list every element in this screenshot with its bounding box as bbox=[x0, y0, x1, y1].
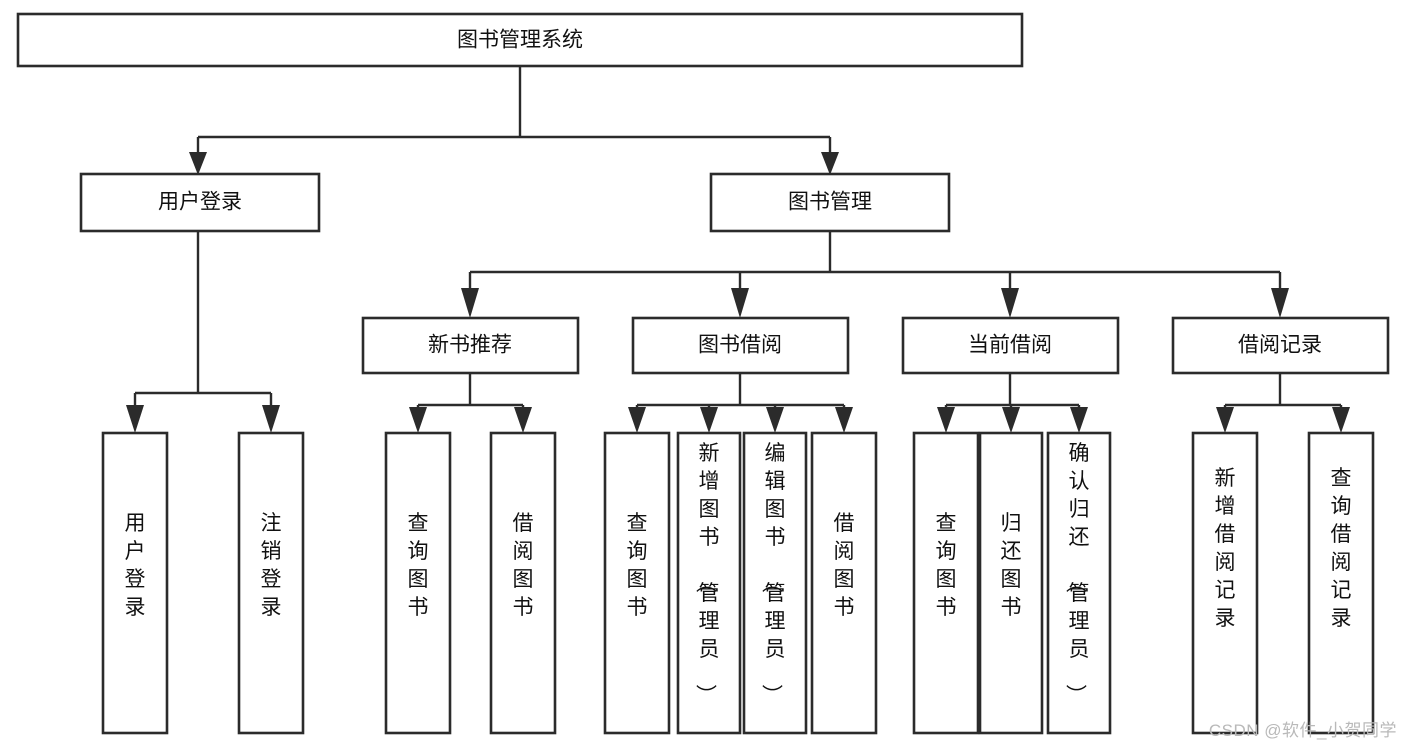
leaf-borrow-4[interactable]: 借阅图书 bbox=[810, 431, 878, 735]
node-root[interactable]: 图书管理系统 bbox=[16, 12, 1024, 68]
node-book-borrow[interactable]: 图书借阅 bbox=[631, 316, 850, 375]
leaf-borrow-3-box[interactable] bbox=[742, 431, 808, 735]
arrow-records-leaf-1 bbox=[1216, 407, 1234, 433]
leaf-borrow-4-label: 借阅图书 bbox=[834, 512, 855, 619]
arrow-borrow-leaf-2 bbox=[700, 407, 718, 433]
leaf-current-3-box[interactable] bbox=[1046, 431, 1112, 735]
leaf-borrow-1[interactable]: 查询图书 bbox=[603, 431, 671, 735]
arrow-userlogin-leaf-2 bbox=[262, 405, 280, 433]
leaf-current-1[interactable]: 查询图书 bbox=[912, 431, 980, 735]
node-user-login[interactable]: 用户登录 bbox=[79, 172, 321, 233]
leaf-records-1-box[interactable] bbox=[1191, 431, 1259, 735]
node-root-box[interactable] bbox=[16, 12, 1024, 68]
leaf-new-books-1[interactable]: 查询图书 bbox=[384, 431, 452, 735]
arrow-current-leaf-1 bbox=[937, 407, 955, 433]
leaf-user-login-2-box[interactable] bbox=[237, 431, 305, 735]
watermark-text: CSDN @软件_小贺同学 bbox=[1208, 721, 1397, 740]
leaf-borrow-2-label: 新增图书（管理员） bbox=[694, 442, 720, 705]
leaf-borrow-3[interactable]: 编辑图书（管理员） bbox=[742, 431, 808, 735]
leaf-new-books-2-label: 借阅图书 bbox=[513, 512, 534, 619]
node-user-login-box[interactable] bbox=[79, 172, 321, 233]
node-book-borrow-box[interactable] bbox=[631, 316, 850, 375]
leaf-new-books-1-box[interactable] bbox=[384, 431, 452, 735]
node-borrow-records-label: 借阅记录 bbox=[1238, 334, 1322, 357]
node-current-borrow-box[interactable] bbox=[901, 316, 1120, 375]
leaf-current-1-box[interactable] bbox=[912, 431, 980, 735]
arrow-borrow-leaf-3 bbox=[766, 407, 784, 433]
arrow-userlogin-leaf-1 bbox=[126, 405, 144, 433]
arrow-borrow-leaf-1 bbox=[628, 407, 646, 433]
arrow-newbooks-leaf-1 bbox=[409, 407, 427, 433]
leaf-current-3-label: 确认归还（管理员） bbox=[1064, 442, 1090, 705]
node-new-book-recommend-box[interactable] bbox=[361, 316, 580, 375]
leaf-borrow-2-box[interactable] bbox=[676, 431, 742, 735]
leaf-new-books-2-box[interactable] bbox=[489, 431, 557, 735]
node-user-login-label: 用户登录 bbox=[158, 191, 242, 214]
leaf-records-2-label: 查询借阅记录 bbox=[1331, 467, 1352, 630]
node-book-management[interactable]: 图书管理 bbox=[709, 172, 951, 233]
leaf-user-login-2[interactable]: 注销登录 bbox=[237, 431, 305, 735]
node-new-book-recommend-label: 新书推荐 bbox=[428, 334, 512, 357]
leaf-user-login-1[interactable]: 用户登录 bbox=[101, 431, 169, 735]
leaf-borrow-4-box[interactable] bbox=[810, 431, 878, 735]
arrow-borrow-leaf-4 bbox=[835, 407, 853, 433]
connector-layer bbox=[126, 66, 1350, 433]
arrow-root-to-book-mgmt bbox=[821, 152, 839, 175]
arrow-bookmgmt-child-1 bbox=[461, 288, 479, 318]
node-new-book-recommend[interactable]: 新书推荐 bbox=[361, 316, 580, 375]
leaf-records-2[interactable]: 查询借阅记录 bbox=[1307, 431, 1375, 735]
leaf-records-1[interactable]: 新增借阅记录 bbox=[1191, 431, 1259, 735]
arrow-root-to-user-login bbox=[189, 152, 207, 175]
leaf-records-1-label: 新增借阅记录 bbox=[1215, 467, 1236, 630]
arrow-newbooks-leaf-2 bbox=[514, 407, 532, 433]
leaf-user-login-1-box[interactable] bbox=[101, 431, 169, 735]
leaf-borrow-3-label: 编辑图书（管理员） bbox=[760, 442, 786, 705]
leaf-borrow-1-box[interactable] bbox=[603, 431, 671, 735]
leaf-current-2-label: 归还图书 bbox=[1001, 512, 1022, 619]
leaf-borrow-2[interactable]: 新增图书（管理员） bbox=[676, 431, 742, 735]
arrow-bookmgmt-child-4 bbox=[1271, 288, 1289, 318]
arrow-current-leaf-3 bbox=[1070, 407, 1088, 433]
node-current-borrow-label: 当前借阅 bbox=[968, 334, 1052, 357]
arrow-bookmgmt-child-2 bbox=[731, 288, 749, 318]
arrow-bookmgmt-child-3 bbox=[1001, 288, 1019, 318]
arrow-current-leaf-2 bbox=[1002, 407, 1020, 433]
node-book-borrow-label: 图书借阅 bbox=[698, 334, 782, 357]
leaf-new-books-2[interactable]: 借阅图书 bbox=[489, 431, 557, 735]
node-borrow-records-box[interactable] bbox=[1171, 316, 1390, 375]
node-book-management-box[interactable] bbox=[709, 172, 951, 233]
leaf-current-2-box[interactable] bbox=[978, 431, 1044, 735]
leaf-current-2[interactable]: 归还图书 bbox=[978, 431, 1044, 735]
leaf-new-books-1-label: 查询图书 bbox=[408, 512, 429, 619]
leaf-current-1-label: 查询图书 bbox=[936, 512, 957, 619]
leaf-records-2-box[interactable] bbox=[1307, 431, 1375, 735]
node-book-management-label: 图书管理 bbox=[788, 191, 872, 214]
leaf-user-login-2-label: 注销登录 bbox=[261, 512, 282, 619]
leaf-current-3[interactable]: 确认归还（管理员） bbox=[1046, 431, 1112, 735]
node-borrow-records[interactable]: 借阅记录 bbox=[1171, 316, 1390, 375]
arrow-records-leaf-2 bbox=[1332, 407, 1350, 433]
node-root-label: 图书管理系统 bbox=[457, 29, 583, 52]
node-current-borrow[interactable]: 当前借阅 bbox=[901, 316, 1120, 375]
leaf-user-login-1-label: 用户登录 bbox=[125, 512, 146, 619]
leaf-borrow-1-label: 查询图书 bbox=[627, 512, 648, 619]
